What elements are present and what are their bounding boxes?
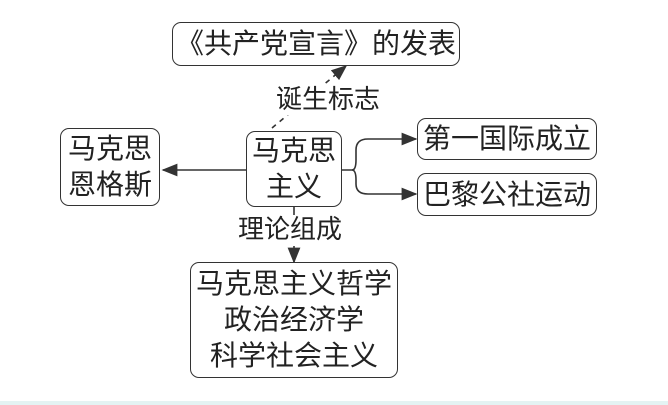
- birth-dashed-arrow: [271, 64, 348, 129]
- event-branch-1-arrow: [342, 132, 418, 171]
- founders-line-1: 马克思: [67, 132, 152, 165]
- component-scientific-socialism: 科学社会主义: [209, 339, 378, 372]
- event-branch-2-arrow: [351, 169, 418, 201]
- component-political-economy: 政治经济学: [223, 303, 364, 336]
- marxism-line-1: 马克思: [251, 134, 336, 167]
- components-label: 理论组成: [238, 215, 343, 245]
- birth-label: 诞生标志: [276, 85, 381, 115]
- paris-commune-box: 巴黎公社运动: [417, 173, 597, 216]
- first-international-text: 第一国际成立: [422, 122, 591, 155]
- bottom-edge-tint: [0, 401, 668, 405]
- manifesto-text: 《共产党宣言》的发表: [175, 27, 456, 60]
- components-box: 马克思主义哲学 政治经济学 科学社会主义: [190, 262, 398, 378]
- first-international-box: 第一国际成立: [417, 118, 597, 160]
- paris-commune-text: 巴黎公社运动: [422, 177, 591, 211]
- manifesto-box: 《共产党宣言》的发表: [172, 22, 460, 66]
- founders-box: 马克思 恩格斯: [60, 128, 160, 206]
- founders-line-2: 恩格斯: [67, 168, 152, 201]
- marxism-box: 马克思 主义: [246, 131, 342, 207]
- marxism-line-2: 主义: [265, 170, 322, 203]
- component-philosophy: 马克思主义哲学: [195, 267, 392, 300]
